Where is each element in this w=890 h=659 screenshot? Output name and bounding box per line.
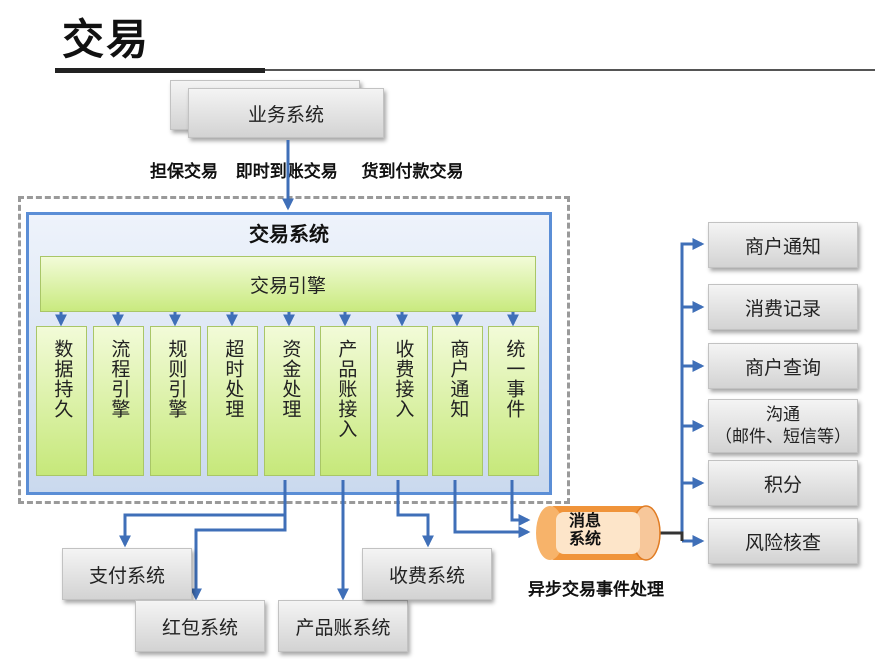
trade-types: 担保交易 即时到账交易 货到付款交易 — [150, 157, 570, 182]
trade-system-dashed-frame — [18, 196, 570, 504]
message-system-line2: 系统 — [568, 529, 601, 549]
bottom-box-label: 支付系统 — [88, 564, 165, 587]
arrow-to-merchant-notify — [658, 238, 705, 535]
message-system-line1: 消息 — [568, 511, 601, 530]
module-process-engine: 流程引擎 — [93, 326, 144, 476]
right-box-label: 积分 — [763, 473, 802, 496]
module-label: 流程引擎 — [108, 339, 131, 419]
arrow-to-red-packet — [190, 515, 287, 601]
right-box-label: 商户查询 — [744, 356, 821, 379]
consumption-record-box: 消费记录 — [708, 284, 858, 330]
message-bus-line — [658, 531, 684, 541]
module-fee-access: 收费接入 — [377, 326, 428, 476]
module-label: 数据持久 — [51, 339, 74, 419]
async-event-label: 异步交易事件处理 — [528, 580, 664, 600]
product-account-system-box: 产品账系统 — [278, 600, 408, 652]
right-box-label: 商户通知 — [744, 235, 821, 258]
module-funds-handling: 资金处理 — [264, 326, 315, 476]
communication-box: 沟通 （邮件、短信等） — [708, 399, 858, 453]
module-rule-engine: 规则引擎 — [150, 326, 201, 476]
business-system-box: 业务系统 — [188, 88, 384, 138]
arrow-event-to-message — [510, 480, 531, 526]
title-underline-dark — [55, 68, 265, 73]
trade-engine-label: 交易引擎 — [249, 274, 326, 297]
module-label: 超时处理 — [222, 339, 245, 419]
right-box-label: 沟通 — [766, 404, 800, 425]
title-underline-thin — [265, 69, 875, 71]
module-label: 统一事件 — [503, 339, 526, 419]
fee-system-box: 收费系统 — [362, 548, 492, 600]
red-packet-system-box: 红包系统 — [135, 600, 265, 652]
trade-system-label: 交易系统 — [249, 222, 329, 246]
bottom-box-label: 收费系统 — [388, 564, 465, 587]
module-label: 资金处理 — [279, 339, 302, 419]
risk-check-box: 风险核查 — [708, 518, 858, 564]
module-data-persistence: 数据持久 — [36, 326, 87, 476]
arrow-notify-to-message — [453, 480, 531, 538]
module-label: 产品账接入 — [335, 339, 358, 439]
module-label: 规则引擎 — [165, 339, 188, 419]
bottom-box-label: 红包系统 — [161, 616, 238, 639]
business-system-label: 业务系统 — [247, 103, 324, 126]
arrow-to-fee — [396, 480, 434, 548]
module-product-account: 产品账接入 — [320, 326, 371, 476]
payment-system-box: 支付系统 — [62, 548, 192, 600]
message-system-label: 消息 系统 — [555, 511, 615, 549]
right-box-label: 消费记录 — [744, 297, 821, 320]
module-label: 收费接入 — [392, 339, 415, 419]
module-merchant-notify: 商户通知 — [432, 326, 483, 476]
page-title: 交易 — [62, 15, 151, 64]
right-box-sublabel: （邮件、短信等） — [715, 427, 851, 447]
trade-type-cod: 货到付款交易 — [361, 162, 464, 182]
module-label: 商户通知 — [447, 339, 470, 419]
module-unified-event: 统一事件 — [488, 326, 539, 476]
points-box: 积分 — [708, 460, 858, 506]
trade-engine-box: 交易引擎 — [40, 256, 536, 312]
merchant-query-box: 商户查询 — [708, 343, 858, 389]
right-box-label: 风险核查 — [744, 531, 821, 554]
bottom-box-label: 产品账系统 — [295, 616, 391, 639]
merchant-notify-box: 商户通知 — [708, 222, 858, 268]
module-timeout-handling: 超时处理 — [207, 326, 258, 476]
trade-type-guarantee: 担保交易 — [150, 162, 218, 182]
message-system-cylinder — [536, 505, 661, 561]
arrow-to-payment — [119, 480, 287, 548]
